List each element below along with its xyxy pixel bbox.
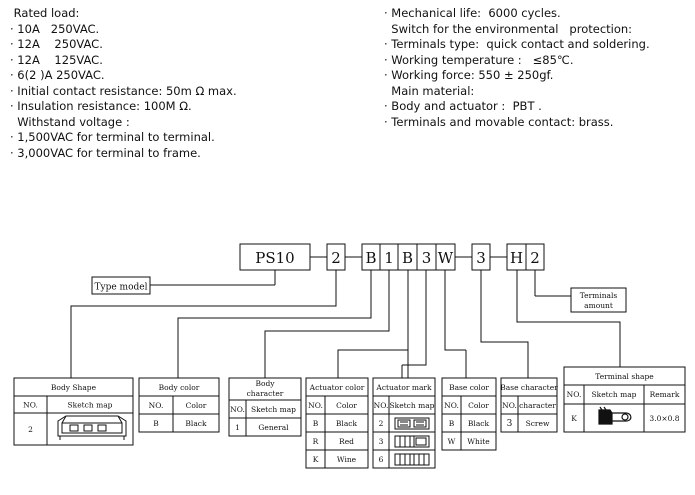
spec-line: · Terminals and movable contact: brass.: [384, 114, 614, 129]
table-title: Actuator color: [309, 383, 365, 392]
code-body-character: 1: [384, 249, 394, 267]
table-title: Body: [255, 379, 275, 388]
spec-line: · 3,000VAC for terminal to frame.: [10, 145, 201, 160]
specs-right: · Mechanical life: 6000 cycles. Switch f…: [384, 6, 650, 130]
specs-left: Rated load: · 10A 250VAC. · 12A 250VAC. …: [10, 6, 237, 161]
table-cell: 3: [507, 419, 513, 429]
table-cell: Wine: [337, 455, 357, 464]
table-title: Terminal shape: [595, 372, 654, 381]
actuator-mark-sketch-6: [394, 453, 430, 466]
table-cell: B: [449, 419, 455, 428]
table-cell: Screw: [526, 419, 550, 428]
spec-line: · Terminals type: quick contact and sold…: [384, 37, 650, 51]
table-header: NO.: [374, 401, 389, 410]
code-base-color: W: [438, 249, 454, 267]
table-header: NO.: [230, 405, 245, 414]
table-cell: 3: [379, 437, 384, 446]
spec-line: Rated load:: [10, 6, 80, 20]
code-terminals-amount: 2: [530, 249, 540, 267]
table-header: NO.: [502, 401, 517, 410]
table-header: character: [519, 401, 556, 410]
table-title: Body color: [159, 383, 200, 392]
table-cell: 3.0×0.8: [649, 414, 679, 423]
spec-line: · Working temperature : ≤85℃.: [384, 52, 574, 67]
actuator-mark-sketch-2: [394, 417, 430, 430]
code-terminal-shape: H: [510, 249, 523, 267]
table-cell: 1: [235, 423, 240, 432]
table-title: Actuator mark: [375, 383, 432, 392]
table-header: NO.: [567, 390, 582, 399]
table-cell: Black: [336, 419, 358, 428]
spec-line: Switch for the environmental protection:: [384, 21, 633, 36]
spec-line: · 12A 125VAC.: [10, 52, 103, 67]
spec-line: · 1,500VAC for terminal to terminal.: [10, 130, 215, 144]
table-header: Remark: [650, 390, 680, 399]
table-cell: W: [448, 437, 456, 446]
spec-line: · Working force: 550 ± 250gf.: [384, 68, 554, 82]
table-cell: 2: [379, 419, 384, 428]
code-actuator-mark: 3: [422, 249, 432, 267]
table-cell: Black: [185, 419, 207, 428]
actuator-mark-sketch-3: [394, 435, 430, 448]
code-base-character: 3: [476, 249, 486, 267]
table-cell: Black: [468, 419, 490, 428]
table-cell: R: [313, 437, 319, 446]
table-cell: General: [258, 423, 289, 432]
table-cell: 2: [28, 425, 33, 434]
spec-line: Withstand voltage :: [10, 114, 130, 129]
spec-line: · 12A 250VAC.: [10, 37, 103, 51]
table-header: Color: [336, 401, 357, 410]
table-header: Sketch map: [592, 390, 637, 399]
table-header: Sketch map: [251, 405, 296, 414]
table-header: NO.: [23, 401, 38, 410]
code-body-color: B: [365, 249, 376, 267]
table-header: Color: [186, 401, 207, 410]
table-cell: White: [467, 437, 490, 446]
table-header: Sketch map: [68, 401, 113, 410]
spec-line: · 6(2 )A 250VAC.: [10, 68, 105, 82]
model-code: PS10: [255, 249, 294, 267]
table-header: NO.: [149, 401, 164, 410]
table-cell: B: [313, 419, 319, 428]
table-cell: Red: [339, 437, 354, 446]
code-body-shape: 2: [331, 249, 341, 267]
table-title: character: [247, 389, 284, 398]
spec-line: · 10A 250VAC.: [10, 21, 100, 36]
table-title: Base character: [500, 383, 558, 392]
spec-line: · Initial contact resistance: 50m Ω max.: [10, 83, 237, 98]
spec-line: · Insulation resistance: 100M Ω.: [10, 99, 192, 113]
table-cell: 6: [379, 455, 384, 464]
terminals-amount-label: amount: [584, 301, 613, 310]
table-header: Sketch map: [390, 401, 435, 410]
spec-line: Main material:: [384, 83, 475, 98]
terminal-tab-sketch: [598, 406, 632, 425]
spec-line: · Mechanical life: 6000 cycles.: [384, 6, 561, 20]
table-cell: K: [313, 455, 319, 464]
terminals-amount-callout: [570, 287, 627, 313]
spec-line: · Body and actuator : PBT .: [384, 99, 542, 113]
table-cell: B: [153, 419, 159, 428]
table-header: Color: [468, 401, 489, 410]
table-cell: K: [571, 414, 577, 423]
table-title: Body Shape: [51, 383, 97, 392]
code-actuator-color: B: [402, 249, 413, 267]
table-title: Base color: [449, 383, 489, 392]
type-model-label: Type model: [95, 283, 148, 293]
table-header: NO.: [444, 401, 459, 410]
terminals-amount-label: Terminals: [580, 291, 618, 300]
table-header: NO.: [308, 401, 323, 410]
switch-body-sketch: [57, 415, 127, 440]
type-model-callout: [91, 276, 151, 295]
